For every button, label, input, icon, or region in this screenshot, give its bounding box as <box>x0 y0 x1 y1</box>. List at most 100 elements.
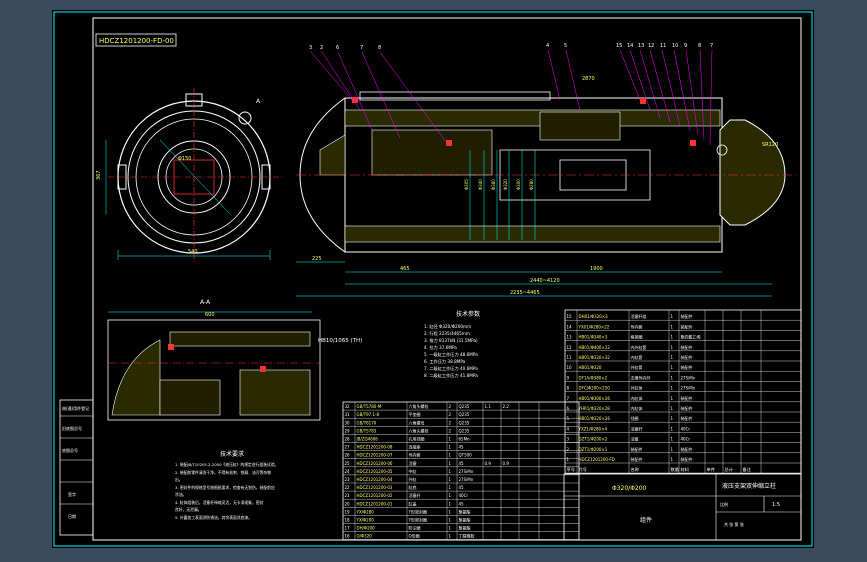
parts-lower-cell: 1 <box>449 509 452 514</box>
parts-lower-cell: 65Mn <box>459 437 471 442</box>
parts-lower-cell: 45 <box>459 461 465 466</box>
tech-req-4: 涂油。 <box>175 492 186 497</box>
parts-lower-cell: 1 <box>449 453 452 458</box>
parts-lower-cell: Q235 <box>459 428 470 433</box>
stroke-dia-5: Φ280 <box>529 179 534 190</box>
parts-upper-cell: 27SiMn <box>681 386 696 391</box>
parts-lower-cell: HDCZ1201200-07 <box>357 453 393 458</box>
tech-req-7: 5. 外露加工表面涂防锈油，其余表面涂底漆。 <box>175 515 252 520</box>
parts-upper-cell: 10 <box>567 365 573 370</box>
leader-right-4: 13 <box>638 43 644 49</box>
parts-lower-cell: 丁腈橡胶 <box>459 533 475 539</box>
parts-lower-cell: 32 <box>345 404 351 409</box>
parts-upper-cell: 1 <box>671 314 674 319</box>
tech-param-2: 3. 推力 8137kN (31.5MPa) <box>424 337 478 344</box>
parts-lower-cell: GB/T5780-M <box>357 404 382 409</box>
parts-lower-cell: 1 <box>449 518 452 523</box>
parts-upper-cell: HDCZ1201200-FD <box>579 457 615 462</box>
parts-upper-cell: 1 <box>671 386 674 391</box>
tech-requirements: 技术要求 1. 装配JB/T10205.2-2000《液压缸》的规定进行组装试验… <box>175 450 278 520</box>
parts-upper-cell: HB01/Φ320 <box>579 365 602 370</box>
leader-right-5: 12 <box>648 43 654 49</box>
parts-lower-cell: Q235 <box>459 412 470 417</box>
parts-upper-cell: 装配件 <box>681 323 693 329</box>
end-view: 540 367 Φ150 A <box>96 88 282 262</box>
parts-lower-cell: 18 <box>345 518 351 523</box>
tech-req-3: 3. 密封件的规格型号按图纸要求，检查有无划伤，装配前应 <box>175 485 275 490</box>
parts-upper-cell: 支撑导向环 <box>631 374 651 380</box>
parts-upper-cell: 装配件 <box>681 354 693 360</box>
leader-right-10: 7 <box>710 43 713 49</box>
side-table: 借(通)用件登记 旧底图总号 底图总号 签字 日期 <box>59 399 94 536</box>
parts-lower-cell: 2 <box>449 404 452 409</box>
parts-upper-cell: 13 <box>567 335 573 340</box>
leader-right-9: 8 <box>698 43 701 49</box>
parts-lower-cell: 45 <box>459 501 465 506</box>
parts-upper-cell: 装配件 <box>631 446 643 452</box>
leader-right-3: 14 <box>627 43 633 49</box>
leader-left-3: 7 <box>360 45 363 51</box>
parts-lower-cell: HDCZ1201200-05 <box>357 469 393 474</box>
parts-upper-cell: 1 <box>671 375 674 380</box>
parts-upper-cell: 装配件 <box>681 415 693 421</box>
parts-upper-cell: DH01/Φ320×3 <box>579 314 609 319</box>
parts-upper-cell: 6 <box>567 406 570 411</box>
dim-rod-dia-1: Φ150 <box>178 156 191 162</box>
parts-lower-cell: 2 <box>449 420 452 425</box>
parts-upper-cell: 9 <box>567 375 570 380</box>
parts-upper-cell: 装配件 <box>681 395 693 401</box>
tech-param-4: 5. 一级缸工作压力 48.6MPa <box>424 351 478 358</box>
pin-label: SR120 <box>762 142 778 148</box>
dim-stroke-right: 1900 <box>590 266 603 272</box>
parts-lower-cell: GB/T6170 <box>357 420 377 425</box>
parts-lower-cell: 16 <box>345 534 351 539</box>
parts-lower-cell: 聚氨酯 <box>459 517 471 523</box>
parts-lower-cell: 0.9 <box>503 461 510 466</box>
dim-overall-length: 2235~4465 <box>510 290 540 296</box>
leader-left-2: 6 <box>336 45 339 51</box>
parts-lower-cell: 23 <box>345 477 351 482</box>
leader-right-1: 5 <box>564 43 567 49</box>
parts-upper-cell: HB01/Φ320×32 <box>579 355 611 360</box>
parts-lower-cell: 六角螺母 <box>409 419 425 425</box>
title-material: 组件 <box>640 516 652 524</box>
parts-lower-cell: 连接座 <box>409 444 421 450</box>
code-box <box>95 33 177 47</box>
parts-lower-cell: 聚氨酯 <box>459 525 471 531</box>
title-model: Φ320/Φ200 <box>612 485 647 492</box>
parts-upper-cell: 装配件 <box>681 456 693 462</box>
parts-lower-cell: 六角头螺栓 <box>409 427 429 433</box>
parts-lower-cell: 45 <box>459 445 465 450</box>
parts-lower-cell: GB/T5783 <box>357 428 377 433</box>
parts-upper-cell: 11 <box>567 355 573 360</box>
parts-lower-cell: 45 <box>459 485 465 490</box>
parts-lower-cell: 25 <box>345 461 351 466</box>
parts-upper-header: 名称 <box>631 466 639 473</box>
parts-lower-cell: 六角头螺栓 <box>409 403 429 409</box>
leader-left-4: 8 <box>378 45 381 51</box>
parts-upper-cell: 40Cr <box>681 437 691 442</box>
parts-upper-header: 序号 <box>567 466 575 473</box>
parts-lower-cell: HDCZ1201200-02 <box>357 493 393 498</box>
parts-upper-cell: 装配件 <box>681 446 693 452</box>
parts-lower-cell: QT500 <box>459 453 473 458</box>
parts-upper-cell: 装配件 <box>681 344 693 350</box>
parts-lower-cell: O/Φ320 <box>357 534 373 539</box>
parts-upper-cell: 1 <box>671 335 674 340</box>
parts-upper-cell: HB01/Φ340×3 <box>579 335 608 340</box>
parts-lower-cell: 活塞 <box>409 460 417 466</box>
parts-lower-cell: 27 <box>345 445 351 450</box>
parts-lower-cell: YX/Φ200 <box>356 518 375 523</box>
tech-req-6: 良好，无泄漏。 <box>175 507 202 512</box>
side-row-3: 签字 <box>68 491 76 497</box>
parts-upper-cell: 内缸体 <box>631 405 643 411</box>
parts-upper-cell: 装配件 <box>681 364 693 370</box>
parts-upper-cell: 1 <box>671 365 674 370</box>
parts-upper-cell: 格莱圈 <box>631 334 643 340</box>
parts-lower-cell: HDCZ1201200-01 <box>357 501 393 506</box>
parts-upper-cell: 12 <box>567 345 573 350</box>
parts-lower-cell: HDCZ1201200-03 <box>357 485 393 490</box>
parts-lower-cell: 17 <box>345 526 351 531</box>
leader-right-0: 4 <box>546 43 549 49</box>
parts-upper-cell: 活塞杆 <box>631 425 643 431</box>
